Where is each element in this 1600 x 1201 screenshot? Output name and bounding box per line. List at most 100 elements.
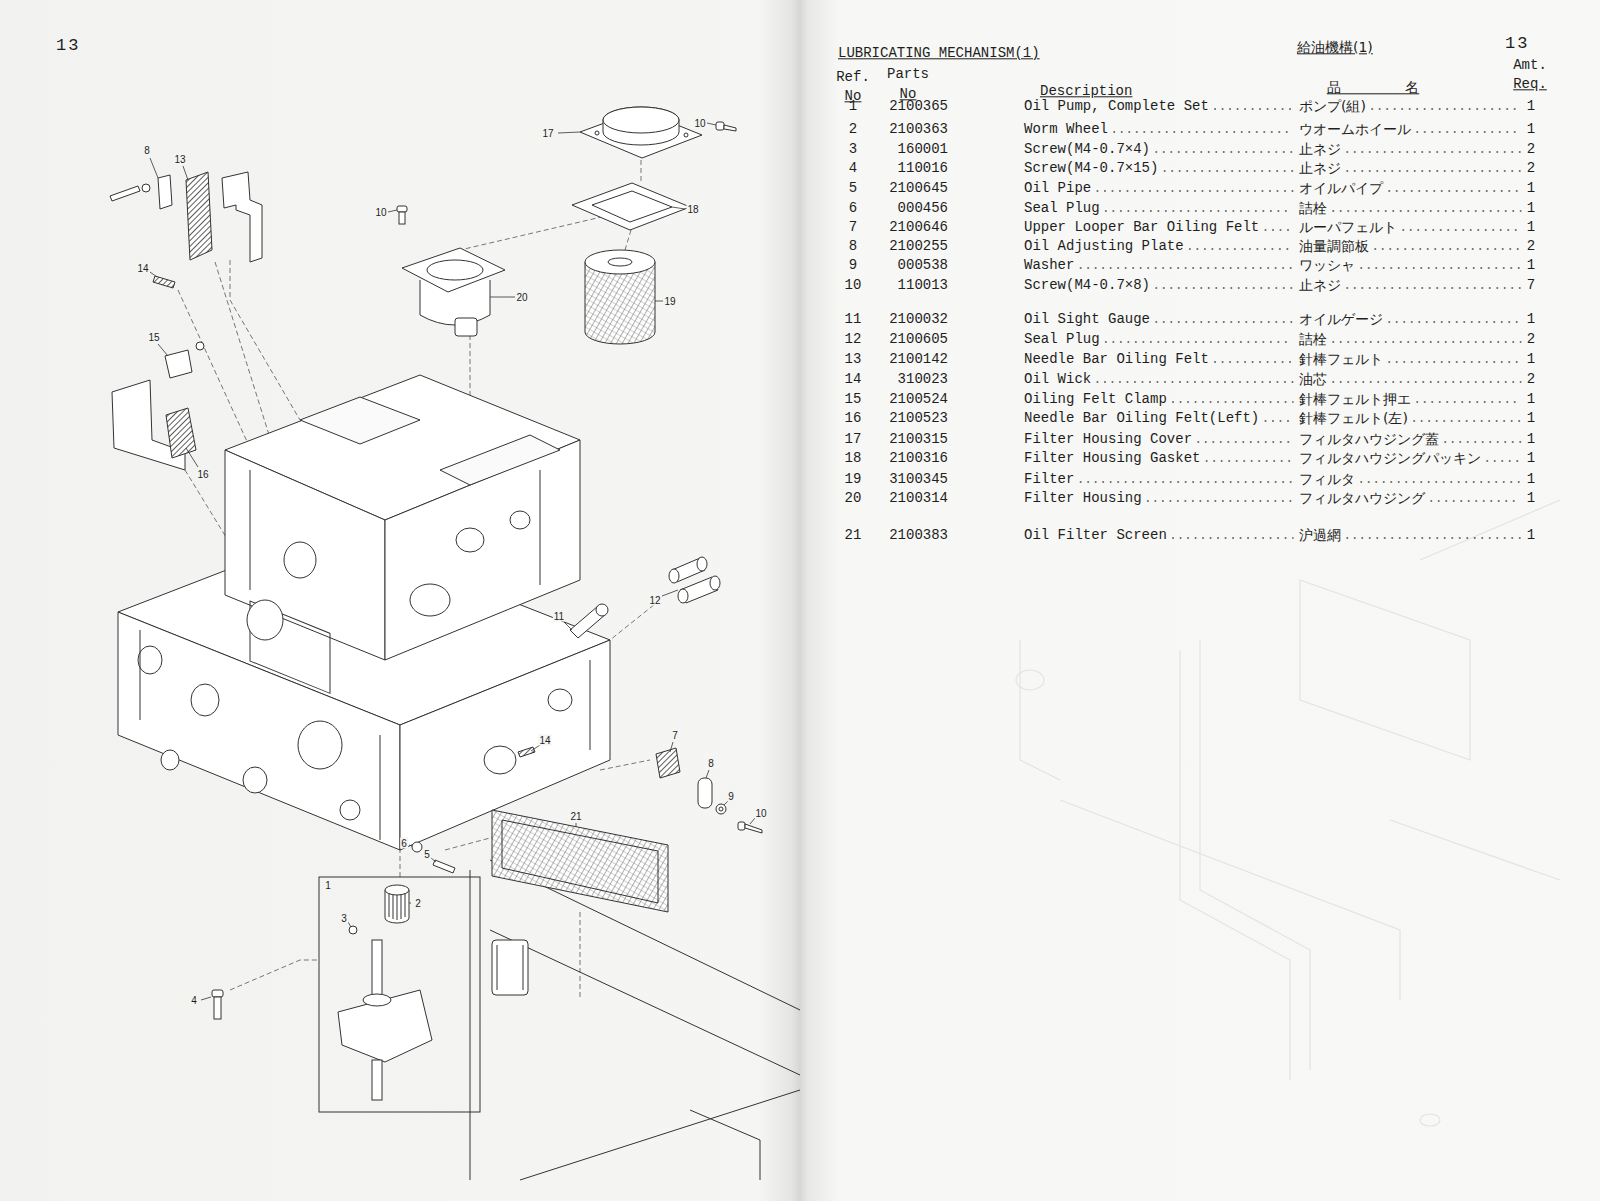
ref-number: 19 — [845, 472, 862, 487]
amount: 1 — [1527, 432, 1535, 447]
part-description: Oiling Felt Clamp — [1024, 392, 1167, 407]
ref-number: 5 — [849, 181, 857, 196]
ref-number: 8 — [849, 239, 857, 254]
part-description: Oil Adjusting Plate — [1024, 239, 1184, 254]
callout-number: 6 — [400, 838, 408, 849]
part-number: 2100365 — [889, 99, 948, 114]
dot-leader — [1389, 190, 1521, 192]
part-number: 2100605 — [889, 332, 948, 347]
part-name-ja: 沪過網 — [1299, 528, 1341, 543]
callout-number: 21 — [569, 811, 582, 822]
part-number: 2100316 — [889, 451, 948, 466]
dot-leader — [1156, 151, 1293, 153]
part-name-ja: オイルパイプ — [1299, 181, 1383, 196]
part-description: Oil Sight Gauge — [1024, 312, 1150, 327]
part-number: 2100363 — [889, 122, 948, 137]
page-number: 13 — [1505, 35, 1529, 54]
part-number: 310023 — [898, 372, 948, 387]
amount: 1 — [1527, 528, 1535, 543]
part-number: 3100345 — [889, 472, 948, 487]
dot-leader — [1106, 341, 1293, 343]
header-text: 品 名 — [1327, 80, 1419, 95]
ref-number: 2 — [849, 122, 857, 137]
part-description: Seal Plug — [1024, 332, 1100, 347]
ref-number: 6 — [849, 201, 857, 216]
amount: 1 — [1527, 312, 1535, 327]
part-description: Needle Bar Oiling Felt(Left) — [1024, 411, 1259, 426]
dot-leader — [1372, 108, 1521, 110]
callout-number: 8 — [707, 758, 715, 769]
amount: 2 — [1527, 372, 1535, 387]
dot-leader — [1347, 537, 1521, 539]
callout-number: 10 — [754, 808, 767, 819]
dot-leader — [1173, 401, 1293, 403]
dot-leader — [1375, 248, 1521, 250]
part-name-ja: 詰栓 — [1299, 332, 1327, 347]
dot-leader — [1347, 287, 1521, 289]
part-number: 2100646 — [889, 220, 948, 235]
part-number: 110013 — [898, 278, 948, 293]
callout-number: 8 — [143, 145, 151, 156]
amount: 1 — [1527, 491, 1535, 506]
dot-leader — [1417, 401, 1521, 403]
callout-number: 5 — [423, 849, 431, 860]
dot-leader — [1431, 500, 1521, 502]
part-name-ja: フィルタハウジング蓋 — [1299, 432, 1439, 447]
part-number: 2100383 — [889, 528, 948, 543]
part-name-ja: 油芯 — [1299, 372, 1327, 387]
callout-number: 3 — [340, 913, 348, 924]
amount: 1 — [1527, 122, 1535, 137]
part-number: 2100524 — [889, 392, 948, 407]
part-number: 000538 — [898, 258, 948, 273]
part-description: Screw(M4-0.7×8) — [1024, 278, 1150, 293]
ref-number: 11 — [845, 312, 862, 327]
dot-leader — [1347, 170, 1521, 172]
amount: 1 — [1527, 201, 1535, 216]
dot-leader — [1114, 131, 1293, 133]
section-title: 給油機構(1) — [1297, 40, 1373, 55]
ref-number: 20 — [845, 491, 862, 506]
ref-number: 7 — [849, 220, 857, 235]
ref-number: 13 — [845, 352, 862, 367]
ref-number: 10 — [845, 278, 862, 293]
part-description: Screw(M4-0.7×15) — [1024, 161, 1158, 176]
page-number: 13 — [56, 37, 80, 56]
part-description: Oil Pipe — [1024, 181, 1091, 196]
callout-number: 4 — [190, 995, 198, 1006]
dot-leader — [1265, 229, 1293, 231]
callout-number: 17 — [541, 128, 554, 139]
page-title: LUBRICATING MECHANISM(1) — [838, 46, 1040, 61]
part-name-ja: ルーパフェルト — [1299, 220, 1397, 235]
dot-leader — [1389, 321, 1521, 323]
dot-leader — [1417, 131, 1521, 133]
amount: 2 — [1527, 142, 1535, 157]
callout-number: 11 — [553, 611, 565, 622]
callout-number: 1 — [324, 880, 332, 891]
part-number: 2100142 — [889, 352, 948, 367]
part-number: 2100645 — [889, 181, 948, 196]
ref-number: 14 — [845, 372, 862, 387]
callout-number: 2 — [414, 898, 422, 909]
part-name-ja: 詰栓 — [1299, 201, 1327, 216]
dot-leader — [1403, 229, 1521, 231]
callout-number: 7 — [671, 730, 679, 741]
part-name-ja: フィルタ — [1299, 472, 1355, 487]
amount: 2 — [1527, 239, 1535, 254]
callout-number: 15 — [147, 332, 160, 343]
part-description: Filter Housing — [1024, 491, 1142, 506]
part-name-ja: 針棒フェルト — [1299, 352, 1383, 367]
part-description: Needle Bar Oiling Felt — [1024, 352, 1209, 367]
dot-leader — [1156, 287, 1293, 289]
ref-number: 18 — [845, 451, 862, 466]
part-name-ja: 針棒フェルト押エ — [1299, 392, 1411, 407]
part-name-ja: ワッシャ — [1299, 258, 1355, 273]
ref-number: 17 — [845, 432, 862, 447]
dot-leader — [1361, 267, 1521, 269]
part-description: Washer — [1024, 258, 1074, 273]
dot-leader — [1148, 500, 1293, 502]
amount: 1 — [1527, 181, 1535, 196]
ref-number: 12 — [845, 332, 862, 347]
ref-number: 15 — [845, 392, 862, 407]
part-number: 2100523 — [889, 411, 948, 426]
